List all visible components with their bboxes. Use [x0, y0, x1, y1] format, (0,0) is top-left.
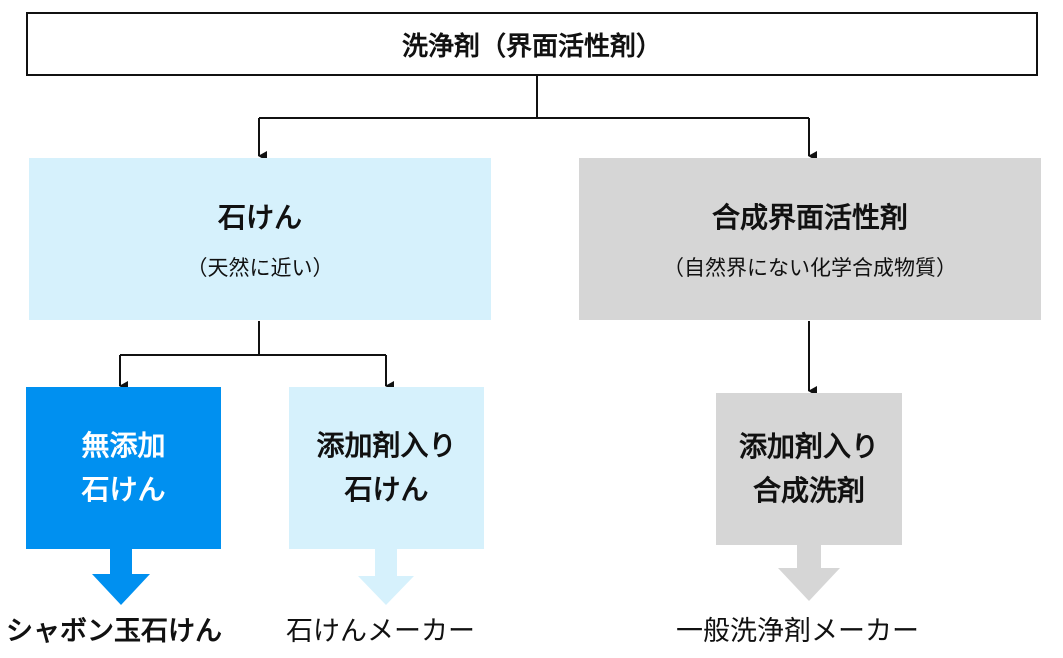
additive-detergent-box: 添加剤入り 合成洗剤	[716, 393, 902, 545]
outcome-general-makers: 一般洗浄剤メーカー	[676, 616, 919, 647]
additive-soap-line1: 添加剤入り	[316, 429, 457, 462]
additive-soap-line2: 石けん	[344, 473, 429, 506]
blue-block-arrow	[92, 548, 150, 605]
soap-box: 石けん （天然に近い）	[29, 158, 491, 320]
root-box: 洗浄剤（界面活性剤）	[26, 12, 1038, 76]
outcome-shabondama: シャボン玉石けん	[6, 616, 222, 647]
additive-free-soap-box: 無添加 石けん	[26, 387, 221, 549]
synthetic-title: 合成界面活性剤	[711, 201, 908, 234]
gray-block-arrow	[778, 545, 840, 601]
additive-detergent-line1: 添加剤入り	[738, 430, 879, 463]
soap-title: 石けん	[217, 201, 302, 234]
synthetic-box: 合成界面活性剤 （自然界にない化学合成物質）	[579, 158, 1041, 320]
additive-soap-box: 添加剤入り 石けん	[289, 387, 484, 549]
additive-free-line2: 石けん	[81, 473, 166, 506]
synthetic-subtitle: （自然界にない化学合成物質）	[663, 256, 957, 280]
soap-subtitle: （天然に近い）	[186, 256, 334, 280]
additive-free-line1: 無添加	[81, 429, 166, 462]
light-blue-block-arrow	[358, 548, 414, 605]
outcome-soap-makers: 石けんメーカー	[286, 616, 475, 647]
root-label: 洗浄剤（界面活性剤）	[401, 31, 662, 62]
additive-detergent-line2: 合成洗剤	[752, 474, 865, 507]
